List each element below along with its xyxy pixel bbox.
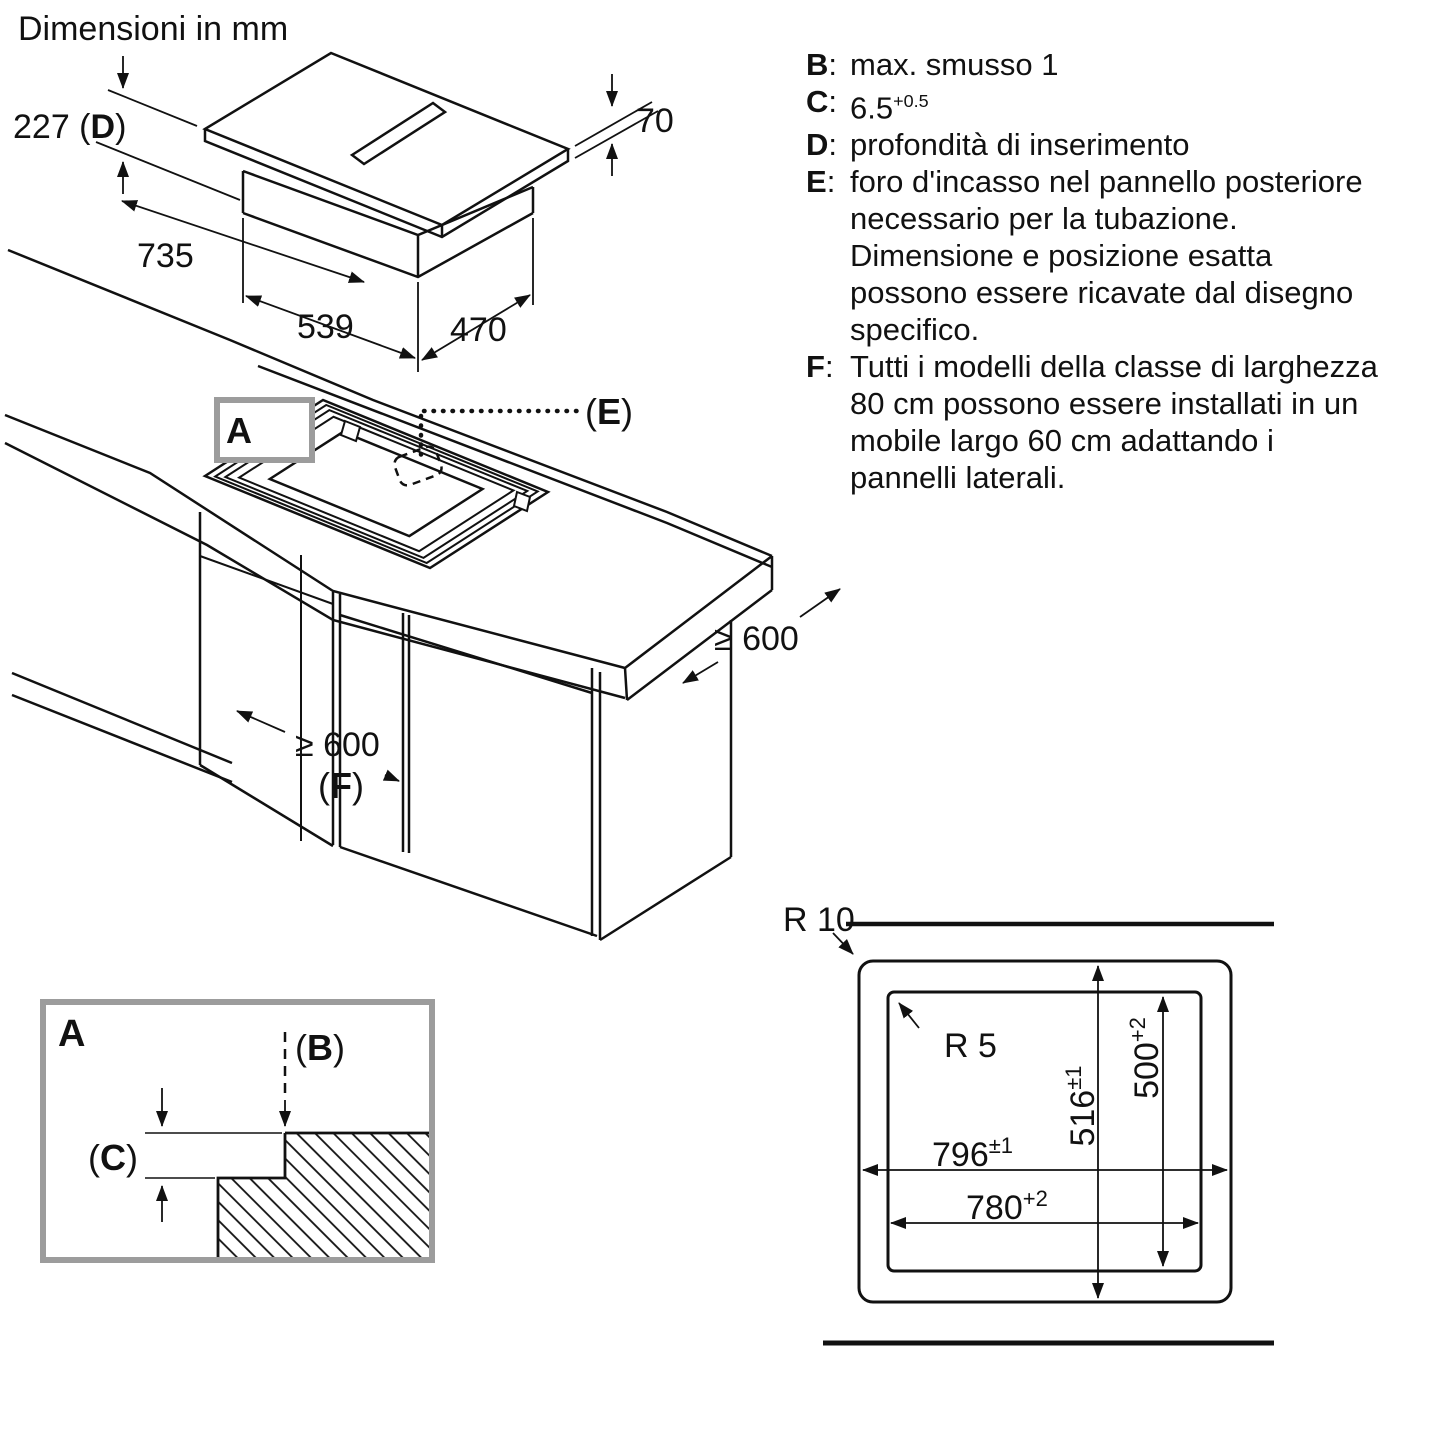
- cabinet-interior-back-rail: [199, 555, 334, 605]
- dim-227-group: [95, 56, 241, 201]
- cabinet-door-top-edge: [339, 613, 593, 695]
- dim-line: [382, 769, 400, 782]
- hob-body-edges: [241, 169, 535, 279]
- corner-detail-a: A (B) (C): [40, 999, 435, 1263]
- plan-labels: R 10 R 5 796±1 780+2 516±1 500+2: [783, 901, 1166, 1227]
- dim-470-group: [417, 218, 534, 372]
- label-e: (E): [585, 391, 633, 432]
- plinth-lines: [11, 671, 233, 784]
- dim-depth-600-label: ≥ 600: [714, 620, 799, 658]
- worktop-section-hatch: [218, 1133, 429, 1257]
- dim-line: [421, 294, 531, 361]
- dim-line: [236, 710, 286, 733]
- detail-a-title: A: [58, 1013, 85, 1055]
- label-b: (B): [295, 1027, 345, 1068]
- legend-item-d: D: profondità di inserimento: [806, 126, 1445, 163]
- label-f: (F): [318, 765, 364, 806]
- cutout-inner-opening: [267, 430, 486, 538]
- dim-line: [245, 295, 416, 359]
- ext-line: [574, 110, 659, 159]
- ext-line: [107, 89, 198, 127]
- radius-5-arrow: [898, 1002, 920, 1029]
- inner-cutout-rect: [886, 990, 1203, 1273]
- dim-796-label: 796±1: [932, 1133, 1013, 1174]
- cabinet-labels: A (E) ≥ 600 ≥ 600 (F): [226, 391, 799, 806]
- units-title: Dimensioni in mm: [18, 10, 289, 48]
- vent-slot-outline: [349, 101, 448, 166]
- legend-text-f: Tutti i modelli della classe di larghezz…: [850, 349, 1378, 496]
- dim-width-600-label: ≥ 600: [295, 726, 380, 764]
- legend-text-e: foro d'incasso nel pannello posteriore n…: [850, 164, 1363, 348]
- legend-item-f: F: Tutti i modelli della classe di largh…: [806, 348, 1445, 496]
- dim-width-600-group: [236, 710, 400, 782]
- radius-10-arrow: [832, 932, 854, 955]
- legend-item-b: B: max. smusso 1: [806, 46, 1445, 83]
- dim-516-label: 516±1: [1061, 1065, 1102, 1146]
- fixing-clip: [512, 490, 532, 513]
- worktop-cabinet-view: [4, 248, 841, 942]
- hob-dimension-labels: 227 (D) 70 735 539 470: [13, 102, 674, 349]
- dim-470-label: 470: [450, 311, 507, 349]
- cabinet-door-bottom-edge: [339, 845, 598, 938]
- cutout-plan-view: [823, 921, 1274, 1346]
- radius-10-label: R 10: [783, 901, 855, 939]
- dim-500-label: 500+2: [1125, 1017, 1166, 1099]
- duct-hole-dashed-rect: [393, 445, 443, 487]
- legend-key-d: D:: [806, 127, 838, 163]
- legend-item-e: E: foro d'incasso nel pannello posterior…: [806, 163, 1445, 348]
- legend-text-d: profondità di inserimento: [850, 127, 1190, 163]
- detail-a-highlight-frame: [214, 397, 315, 463]
- dim-70-label: 70: [636, 102, 674, 140]
- dim-780-label: 780+2: [966, 1186, 1048, 1227]
- legend: B: max. smusso 1 C: 6.5+0.5 D: profondit…: [806, 46, 1445, 496]
- hob-isometric-view: [95, 51, 659, 372]
- dim-line: [799, 588, 841, 618]
- dim-227-d-label: 227 (D): [13, 108, 126, 146]
- dim-depth-600-group: [682, 588, 841, 684]
- worktop-front-edge-top: [4, 413, 626, 670]
- dim-735-label: 735: [137, 237, 194, 275]
- legend-key-b: B:: [806, 47, 838, 82]
- radius-5-label: R 5: [944, 1027, 997, 1065]
- worktop-back-edge-inner: [257, 364, 773, 569]
- legend-text-c: 6.5+0.5: [850, 90, 929, 126]
- worktop-right-end: [623, 555, 774, 701]
- label-c: (C): [88, 1137, 138, 1178]
- legend-key-e: E:: [806, 164, 836, 200]
- cabinet-right-side-panel: [590, 620, 733, 942]
- dim-line: [682, 661, 719, 684]
- cutout-detail-a-label: A: [226, 410, 252, 451]
- fixing-clip: [339, 419, 362, 443]
- legend-key-c: C:: [806, 84, 838, 119]
- legend-item-c: C: 6.5+0.5: [806, 83, 1445, 126]
- dim-539-label: 539: [297, 308, 354, 346]
- worktop-section-step-profile: [216, 1131, 429, 1257]
- ext-line: [574, 101, 653, 147]
- legend-text-b: max. smusso 1: [850, 47, 1059, 82]
- worktop-back-edge: [7, 248, 773, 558]
- dim-70-group: [574, 74, 659, 176]
- cabinet-door-divider: [401, 613, 411, 853]
- glass-top-outline: [202, 51, 571, 227]
- outer-cutout-rect: [857, 959, 1233, 1304]
- legend-key-f: F:: [806, 349, 834, 385]
- worktop-front-edge-bottom: [4, 441, 626, 700]
- dim-539-group: [242, 218, 416, 359]
- ext-line: [95, 141, 241, 201]
- cabinet-partition: [331, 592, 342, 847]
